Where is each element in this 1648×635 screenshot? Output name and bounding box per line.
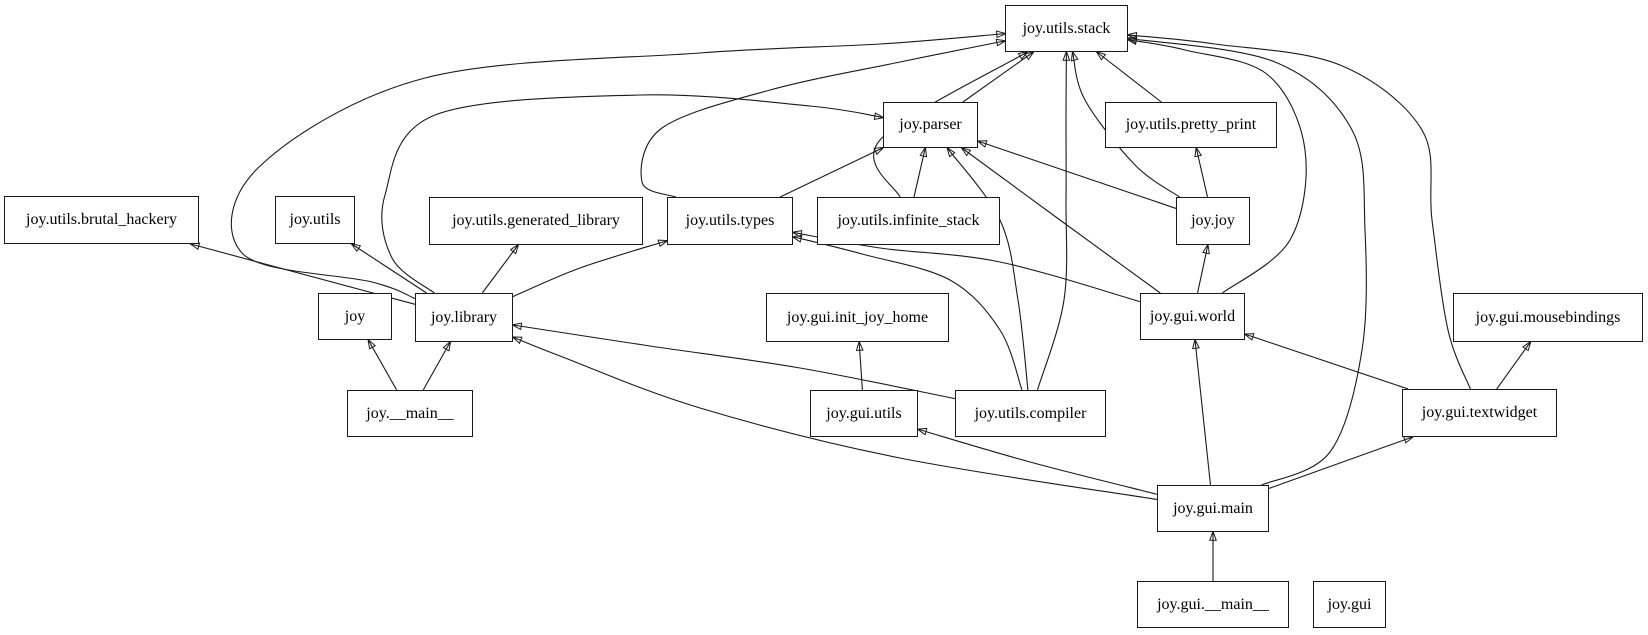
edge-joy.gui.main-to-joy.utils.stack [1128, 38, 1367, 486]
edge-joy.utils.types-to-joy.utils.stack [640, 41, 1005, 198]
node-joy.utils: joy.utils [275, 196, 355, 244]
edge-joy.library-to-joy.utils.stack [230, 34, 1005, 300]
node-joy.library: joy.library [415, 293, 513, 342]
edge-joy.utils.infinite_stack-to-joy.parser [913, 148, 925, 198]
node-joy.utils.generated_library: joy.utils.generated_library [429, 197, 643, 245]
edge-joy.__main__-to-joy [368, 340, 398, 391]
edge-joy.gui.main-to-joy.gui.utils [918, 429, 1158, 495]
edge-joy.gui.textwidget-to-joy.utils.stack [1128, 35, 1471, 390]
edge-joy.utils.compiler-to-joy.parser [947, 148, 1029, 391]
edge-joy.utils.types-to-joy.parser [779, 148, 883, 198]
node-joy.gui.__main__: joy.gui.__main__ [1137, 581, 1289, 628]
node-joy.parser: joy.parser [883, 102, 978, 148]
node-joy.gui.init_joy_home: joy.gui.init_joy_home [766, 293, 949, 342]
edge-joy.parser-to-joy.utils.stack [962, 52, 1033, 103]
edge-joy.library-to-joy.utils.generated_library [481, 245, 518, 294]
node-joy.utils.compiler: joy.utils.compiler [955, 390, 1106, 437]
edge-joy.utils.compiler-to-joy.utils.stack [1036, 52, 1066, 391]
node-joy.gui.utils: joy.gui.utils [810, 390, 918, 437]
node-joy.gui.world: joy.gui.world [1140, 293, 1245, 340]
edge-joy.gui.world-to-joy.parser [962, 148, 1161, 294]
edge-joy.gui.world-to-joy.utils.stack [1128, 40, 1307, 294]
edge-joy.gui.world-to-joy.joy [1197, 245, 1208, 294]
edge-joy.joy-to-joy.utils.pretty_print [1196, 148, 1209, 198]
edge-joy.library-to-joy.parser [381, 94, 883, 294]
node-joy.utils.pretty_print: joy.utils.pretty_print [1105, 102, 1277, 148]
edge-joy.utils.pretty_print-to-joy.utils.stack [1097, 52, 1162, 103]
edge-joy.gui.main-to-joy.library [513, 337, 1158, 501]
edge-joy.gui.textwidget-to-joy.gui.mousebindings [1496, 342, 1531, 390]
edge-joy.utils.compiler-to-joy.utils.types [793, 237, 1023, 391]
edge-joy.gui.main-to-joy.gui.textwidget [1268, 437, 1413, 489]
edge-joy.joy-to-joy.parser [978, 141, 1177, 209]
node-joy.utils.types: joy.utils.types [667, 197, 793, 245]
edge-joy.__main__-to-joy.library [422, 342, 450, 391]
node-joy.utils.stack: joy.utils.stack [1005, 5, 1128, 52]
edge-joy.gui.utils-to-joy.gui.init_joy_home [859, 342, 862, 391]
node-joy.__main__: joy.__main__ [347, 390, 473, 437]
node-joy.gui.textwidget: joy.gui.textwidget [1402, 389, 1557, 437]
edge-joy.library-to-joy.utils [352, 244, 427, 294]
node-joy.joy: joy.joy [1176, 197, 1250, 245]
node-joy.utils.brutal_hackery: joy.utils.brutal_hackery [4, 196, 199, 244]
node-joy.utils.infinite_stack: joy.utils.infinite_stack [817, 197, 1000, 245]
edge-joy.gui.textwidget-to-joy.gui.world [1245, 334, 1409, 390]
node-joy.gui.main: joy.gui.main [1157, 485, 1269, 532]
node-joy.gui: joy.gui [1313, 581, 1386, 628]
edge-joy.library-to-joy.utils.types [512, 241, 667, 298]
node-joy: joy [318, 293, 392, 340]
edge-joy.utils.compiler-to-joy.library [513, 325, 956, 400]
edge-joy.gui.main-to-joy.gui.world [1195, 340, 1212, 486]
node-joy.gui.mousebindings: joy.gui.mousebindings [1453, 293, 1643, 342]
